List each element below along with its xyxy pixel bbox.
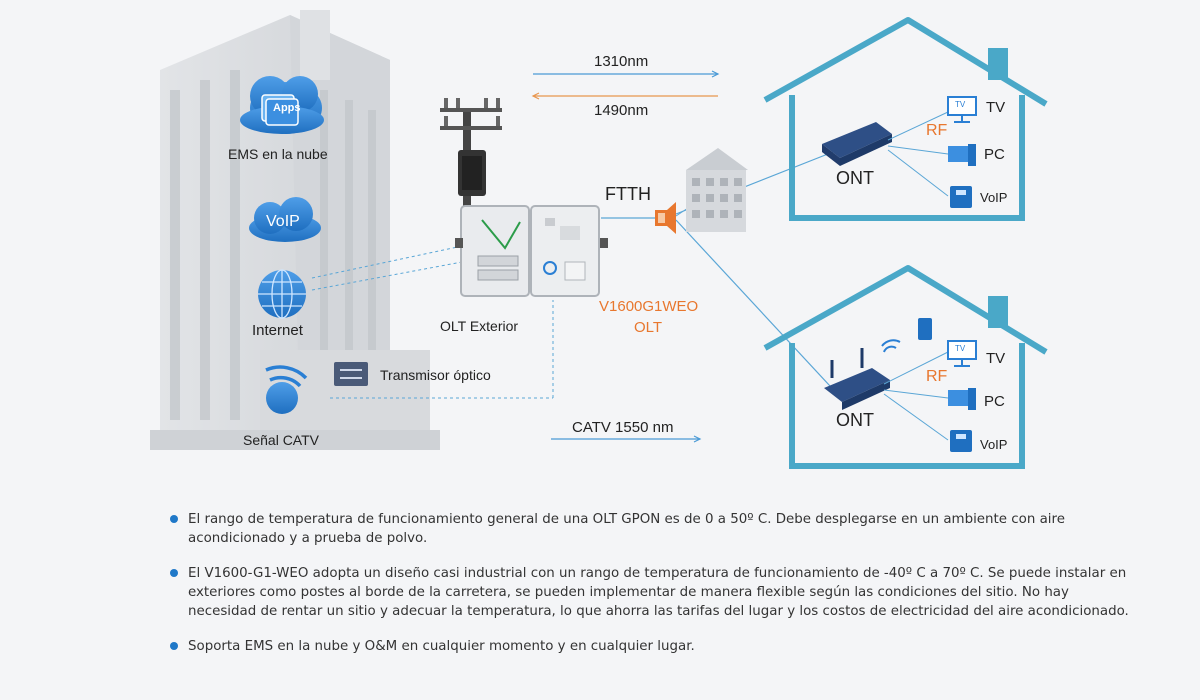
wavelength-1490-label: 1490nm	[594, 102, 649, 119]
feature-list: El rango de temperatura de funcionamient…	[170, 510, 1130, 672]
feature-item: El rango de temperatura de funcionamient…	[170, 510, 1130, 548]
tv-bottom-label: TV	[986, 350, 1006, 367]
pc-top-label: PC	[984, 146, 1005, 163]
tv-top-label: TV	[986, 99, 1006, 116]
internet-label: Internet	[252, 322, 303, 339]
model-label: V1600G1WEO	[599, 298, 699, 315]
transmitter-label: Transmisor óptico	[380, 367, 491, 383]
ont-top-label: ONT	[836, 168, 874, 188]
bullet-dot-icon	[170, 569, 178, 577]
pc-bottom-label: PC	[984, 393, 1005, 410]
utility-pole	[440, 98, 502, 208]
house-bottom	[763, 265, 1048, 469]
tv-bottom-screen-label: TV	[955, 344, 966, 353]
catv-signal-icon	[265, 365, 308, 414]
olt-cabinet-icon	[455, 205, 608, 297]
ont-bottom-label: ONT	[836, 410, 874, 430]
wavelength-arrows	[531, 70, 720, 443]
feature-item: Soporta EMS en la nube y O&M en cualquie…	[170, 637, 1130, 656]
apps-label: Apps	[273, 102, 301, 114]
house-top	[763, 17, 1048, 221]
voip-top-label: VoIP	[980, 190, 1008, 205]
feature-item: El V1600-G1-WEO adopta un diseño casi in…	[170, 564, 1130, 621]
apartment-building-icon	[686, 148, 748, 232]
tv-top-screen-label: TV	[955, 100, 966, 109]
catv-1550-label: CATV 1550 nm	[572, 419, 674, 436]
internet-globe-icon	[258, 269, 306, 319]
voip-cloud-label: VoIP	[266, 213, 300, 230]
optical-transmitter-icon	[334, 362, 368, 386]
apps-cloud-icon	[240, 76, 324, 134]
voip-bottom-label: VoIP	[980, 437, 1008, 452]
rf-bottom-label: RF	[926, 368, 948, 385]
wavelength-1310-label: 1310nm	[594, 53, 649, 70]
catv-signal-label: Señal CATV	[243, 432, 319, 448]
olt-exterior-label: OLT Exterior	[440, 318, 519, 334]
network-diagram: Apps EMS en la nube VoIP Internet Señal …	[150, 10, 1048, 469]
olt-label: OLT	[634, 319, 663, 336]
rf-top-label: RF	[926, 122, 948, 139]
bullet-dot-icon	[170, 515, 178, 523]
ems-label: EMS en la nube	[228, 146, 328, 162]
ftth-label: FTTH	[605, 184, 651, 204]
voip-cloud-icon	[249, 197, 321, 242]
bullet-dot-icon	[170, 642, 178, 650]
dashed-links	[311, 245, 554, 399]
